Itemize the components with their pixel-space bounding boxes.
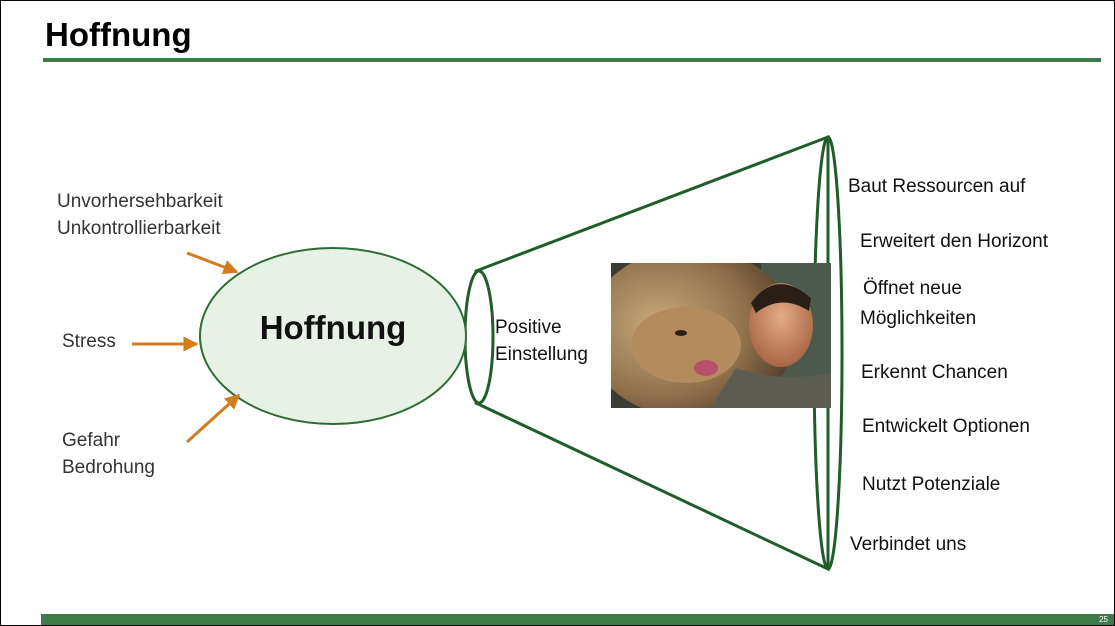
entry-label-line2: Einstellung (495, 344, 588, 365)
output-develops-options: Entwickelt Optionen (862, 416, 1030, 437)
output-recognizes-chances: Erkennt Chancen (861, 362, 1008, 383)
footer-bar (41, 614, 1114, 625)
entry-label-line1: Positive (495, 317, 562, 338)
input-stress: Stress (62, 331, 116, 352)
input-unpredictability: Unvorhersehbarkeit (57, 191, 223, 212)
slide-title: Hoffnung (45, 16, 192, 53)
output-builds-resources: Baut Ressourcen auf (848, 176, 1026, 197)
hope-label: Hoffnung (259, 309, 407, 346)
funnel-neck-ellipse (463, 269, 495, 405)
output-connects-us: Verbindet uns (850, 534, 967, 555)
lion-and-man-photo (611, 263, 831, 408)
input-danger: Gefahr (62, 430, 121, 451)
input-threat: Bedrohung (62, 457, 155, 478)
output-broadens-horizon: Erweitert den Horizont (860, 231, 1048, 252)
arrow-bottom (185, 393, 241, 444)
output-uses-potentials: Nutzt Potenziale (862, 474, 1001, 495)
output-opens-new-line2: Möglichkeiten (860, 308, 977, 329)
arrow-top (186, 251, 239, 275)
input-uncontrollability: Unkontrollierbarkeit (57, 218, 221, 239)
output-opens-new-line1: Öffnet neue (863, 278, 962, 299)
page-number: 25 (1099, 615, 1108, 624)
title-divider (43, 58, 1101, 62)
hope-ellipse (199, 247, 467, 425)
